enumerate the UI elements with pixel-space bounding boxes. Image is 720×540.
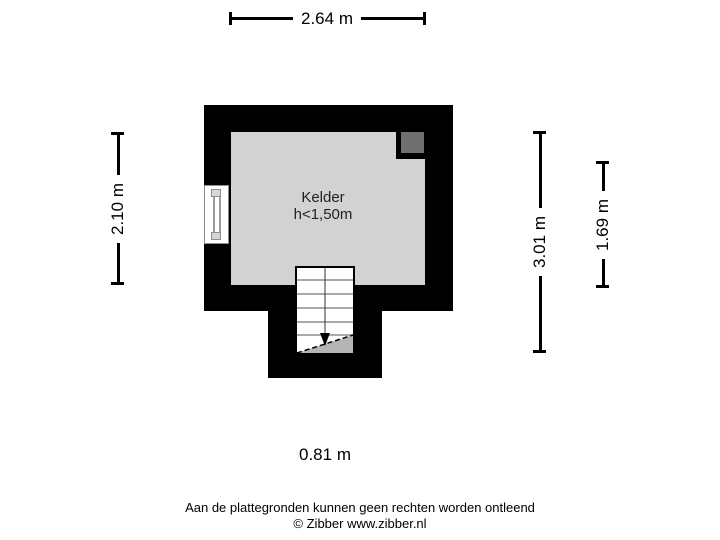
- dim-right-inner-tick-top: [596, 161, 609, 164]
- dim-left-tick-bottom: [111, 282, 124, 285]
- footer-disclaimer: Aan de plattegronden kunnen geen rechten…: [185, 500, 535, 515]
- window-glazing-line: [213, 193, 221, 236]
- dim-bottom-label: 0.81 m: [291, 443, 359, 467]
- stair-cut-line: [296, 334, 354, 354]
- window-icon: [204, 185, 229, 244]
- staircase-drawing: [295, 266, 355, 355]
- flue-duct-icon: [401, 132, 424, 153]
- footer-copyright: © Zibber www.zibber.nl: [293, 516, 427, 531]
- footer: Aan de plattegronden kunnen geen rechten…: [0, 500, 720, 532]
- room-height-note: h<1,50m: [293, 206, 353, 223]
- dim-top-tick-right: [423, 12, 426, 25]
- dim-right-outer-tick-bottom: [533, 350, 546, 353]
- dim-right-inner-label: 1.69 m: [591, 191, 615, 259]
- window-frame-cap-bottom: [211, 232, 221, 240]
- room-floor: [231, 132, 425, 285]
- dim-left-tick-top: [111, 132, 124, 135]
- dim-right-outer-tick-top: [533, 131, 546, 134]
- room-label: Kelder h<1,50m: [294, 189, 353, 223]
- room-name: Kelder: [301, 189, 345, 206]
- dim-top-label: 2.64 m: [293, 7, 361, 31]
- dim-right-outer-label: 3.01 m: [528, 208, 552, 276]
- dim-left-label: 2.10 m: [106, 175, 130, 243]
- dim-right-inner-tick-bottom: [596, 285, 609, 288]
- dim-top-tick-left: [229, 12, 232, 25]
- staircase-symbol: [295, 266, 355, 355]
- stairs-down-arrow-icon: [320, 333, 330, 346]
- window-frame-cap-top: [211, 189, 221, 197]
